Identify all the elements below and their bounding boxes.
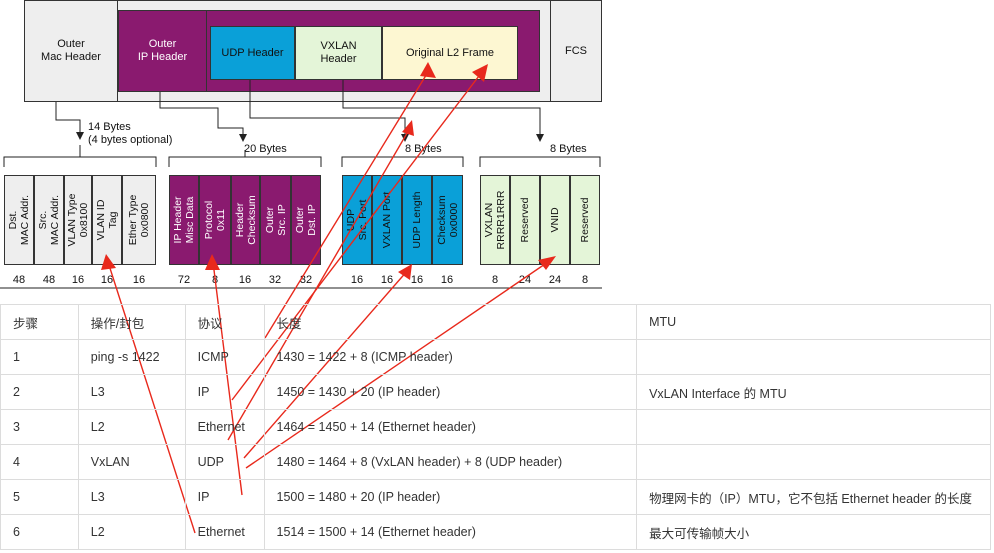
table-row: 2 L3 IP 1450 = 1430 + 20 (IP header) VxL…	[0, 374, 991, 410]
table-cell: 1430 = 1422 + 8 (ICMP header)	[263, 339, 638, 375]
table-cell	[636, 339, 991, 375]
table-cell: IP	[184, 374, 265, 410]
bits-label: 32	[299, 274, 313, 286]
table-cell: L2	[77, 514, 186, 550]
table-cell: IP	[184, 479, 265, 515]
table-cell: Ethernet	[184, 409, 265, 445]
table-row: 4 VxLAN UDP 1480 = 1464 + 8 (VxLAN heade…	[0, 444, 991, 480]
table-cell: ICMP	[184, 339, 265, 375]
outer-ip-header: Outer IP Header	[118, 10, 206, 92]
field-vnid: VNID	[540, 175, 570, 265]
field-outer-src-ip: Outer Src. IP	[260, 175, 291, 265]
bits-label: 48	[42, 274, 56, 286]
mac-bytes-label: 14 Bytes (4 bytes optional)	[88, 121, 173, 146]
table-row: 3 L2 Ethernet 1464 = 1450 + 14 (Ethernet…	[0, 409, 991, 445]
mtu-table: 步骤 操作/封包 协议 长度 MTU 1 ping -s 1422 ICMP 1…	[0, 304, 991, 550]
table-cell: 5	[0, 479, 79, 515]
table-cell: L3	[77, 374, 186, 410]
bits-label: 24	[548, 274, 562, 286]
table-cell	[636, 409, 991, 445]
field-outer-dst-ip: Outer Dst. IP	[291, 175, 321, 265]
field-dst-mac: Dst. MAC Addr.	[4, 175, 34, 265]
field-vxlan-reserved-1: Reserved	[510, 175, 540, 265]
table-cell: 1480 = 1464 + 8 (VxLAN header) + 8 (UDP …	[263, 444, 638, 480]
table-header-cell: MTU	[636, 304, 991, 340]
bits-label: 72	[177, 274, 191, 286]
table-header-cell: 步骤	[0, 304, 79, 340]
connector-mac	[55, 102, 84, 140]
bits-label: 16	[132, 274, 146, 286]
table-cell: L2	[77, 409, 186, 445]
bracket-mac	[3, 156, 157, 167]
vxlan-header: VXLAN Header	[295, 26, 382, 80]
table-cell: 3	[0, 409, 79, 445]
field-udp-checksum: Checksum 0x0000	[432, 175, 463, 265]
bits-label: 48	[12, 274, 26, 286]
table-cell: Ethernet	[184, 514, 265, 550]
field-vxlan-flags: VXLAN RRRR1RRR	[480, 175, 510, 265]
table-cell: 1	[0, 339, 79, 375]
bits-label: 16	[440, 274, 454, 286]
field-protocol: Protocol 0x11	[199, 175, 231, 265]
bits-label: 8	[211, 274, 219, 286]
bracket-udp	[341, 156, 464, 167]
fcs-field: FCS	[550, 0, 602, 102]
bits-label: 16	[350, 274, 364, 286]
table-cell: 1450 = 1430 + 20 (IP header)	[263, 374, 638, 410]
field-udp-length: UDP Length	[402, 175, 432, 265]
field-src-mac: Src. MAC Addr.	[34, 175, 64, 265]
bits-label: 16	[71, 274, 85, 286]
table-cell: 最大可传输帧大小	[636, 514, 991, 550]
field-vxlan-reserved-2: Reserved	[570, 175, 600, 265]
table-cell: 物理网卡的（IP）MTU，它不包括 Ethernet header 的长度	[636, 479, 991, 515]
field-udp-src-port: UDP Src. Port	[342, 175, 372, 265]
red-arrowhead	[402, 120, 414, 136]
outer-mac-header: Outer Mac Header	[24, 0, 118, 102]
ip-bytes-label: 20 Bytes	[244, 143, 287, 155]
field-vxlan-port: VXLAN Port	[372, 175, 402, 265]
bracket-vxlan	[479, 156, 601, 167]
table-cell: 1464 = 1450 + 14 (Ethernet header)	[263, 409, 638, 445]
bits-label: 16	[238, 274, 252, 286]
table-cell: VxLAN Interface 的 MTU	[636, 374, 991, 410]
field-vlan-id: VLAN ID Tag	[92, 175, 122, 265]
field-ip-misc: IP Header Misc Data	[169, 175, 199, 265]
bits-label: 8	[581, 274, 589, 286]
table-cell: 1514 = 1500 + 14 (Ethernet header)	[263, 514, 638, 550]
table-cell: 2	[0, 374, 79, 410]
field-vlan-type: VLAN Type 0x8100	[64, 175, 92, 265]
table-cell	[636, 444, 991, 480]
table-cell: L3	[77, 479, 186, 515]
table-cell: ping -s 1422	[77, 339, 186, 375]
table-cell: UDP	[184, 444, 265, 480]
table-row: 5 L3 IP 1500 = 1480 + 20 (IP header) 物理网…	[0, 479, 991, 515]
table-header-cell: 长度	[263, 304, 638, 340]
bits-label: 32	[268, 274, 282, 286]
bits-label: 16	[380, 274, 394, 286]
bracket-ip	[168, 156, 322, 167]
table-row: 6 L2 Ethernet 1514 = 1500 + 14 (Ethernet…	[0, 514, 991, 550]
table-header-cell: 操作/封包	[77, 304, 186, 340]
bits-label: 16	[100, 274, 114, 286]
table-header-cell: 协议	[184, 304, 265, 340]
table-row: 1 ping -s 1422 ICMP 1430 = 1422 + 8 (ICM…	[0, 339, 991, 375]
table-cell: 1500 = 1480 + 20 (IP header)	[263, 479, 638, 515]
table-cell: 6	[0, 514, 79, 550]
table-cell: VxLAN	[77, 444, 186, 480]
field-ether-type: Ether Type 0x0800	[122, 175, 156, 265]
bits-label: 24	[518, 274, 532, 286]
bits-label: 16	[410, 274, 424, 286]
table-header-row: 步骤 操作/封包 协议 长度 MTU	[0, 304, 991, 340]
vxlan-bytes-label: 8 Bytes	[550, 143, 587, 155]
bits-label: 8	[491, 274, 499, 286]
udp-header: UDP Header	[210, 26, 295, 80]
udp-bytes-label: 8 Bytes	[405, 143, 442, 155]
original-l2-frame: Original L2 Frame	[382, 26, 518, 80]
field-header-checksum: Header Checksum	[231, 175, 260, 265]
table-cell: 4	[0, 444, 79, 480]
